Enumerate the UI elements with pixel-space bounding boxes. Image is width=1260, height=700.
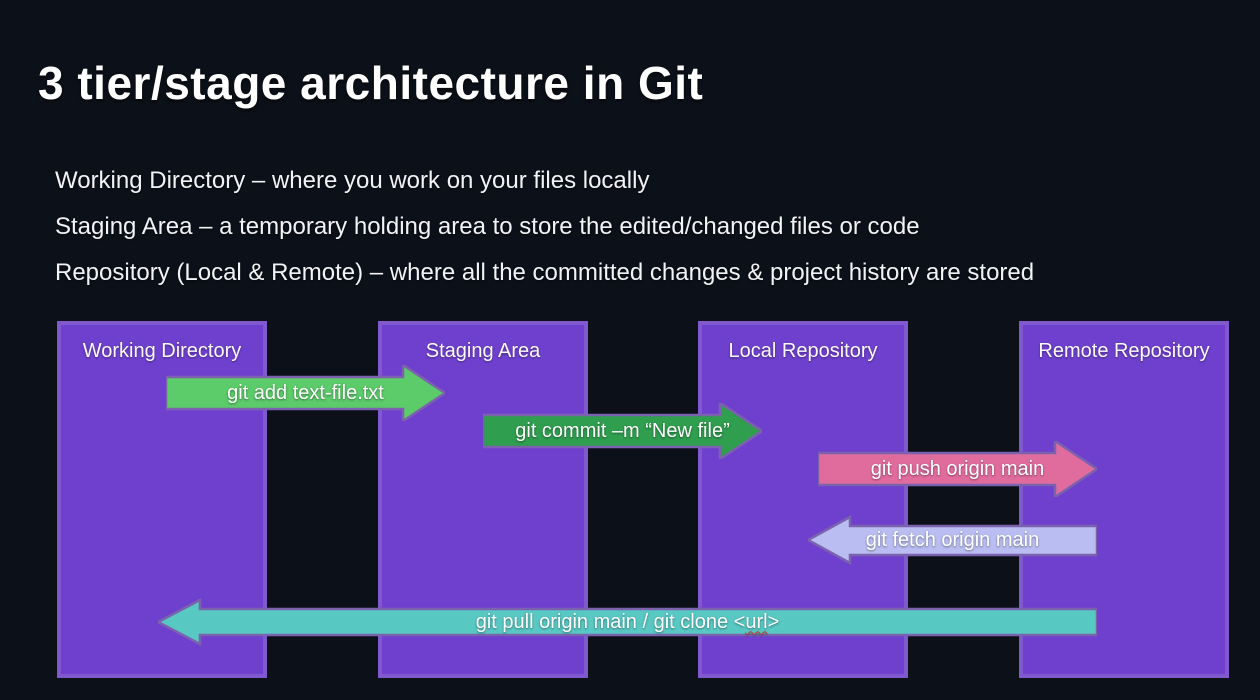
arrow-git-add: git add text-file.txt [166,365,445,421]
arrow-git-fetch: git fetch origin main [808,512,1097,568]
bullet-staging-area: Staging Area – a temporary holding area … [55,213,920,240]
left-arrow-icon [808,514,1097,566]
box-working-directory-label: Working Directory [82,340,242,362]
arrow-git-commit: git commit –m “New file” [483,403,762,459]
arrow-git-pull-clone: git pull origin main / git clone <url> [158,594,1097,650]
slide-title: 3 tier/stage architecture in Git [38,57,704,109]
box-remote-repository-label: Remote Repository [1038,340,1210,362]
right-arrow-icon [818,441,1097,497]
bullet-list: Working Directory – where you work on yo… [55,158,1034,296]
box-local-repository-label: Local Repository [728,340,878,362]
left-arrow-icon [158,597,1097,647]
right-arrow-icon [483,403,762,459]
bullet-working-directory: Working Directory – where you work on yo… [55,167,650,194]
box-staging-area-label: Staging Area [425,340,541,362]
bullet-repository: Repository (Local & Remote) – where all … [55,259,1035,286]
right-arrow-icon [166,365,445,421]
arrow-git-push: git push origin main [818,441,1097,497]
